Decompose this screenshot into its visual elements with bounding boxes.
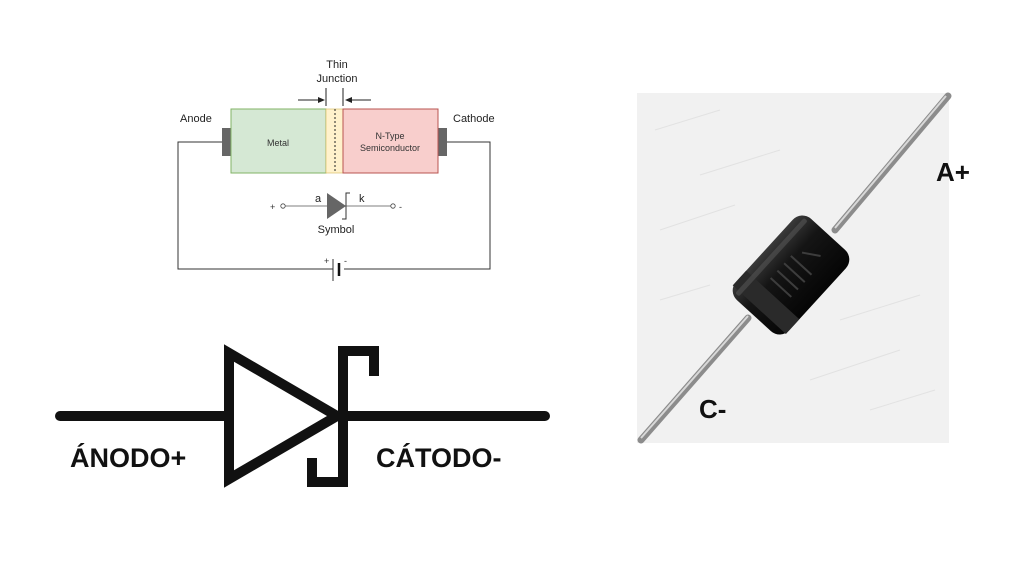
- junction-arrow-left: [298, 97, 325, 103]
- small-symbol-cathode-node: [390, 203, 396, 209]
- cathode-label: Cathode: [453, 113, 495, 125]
- large-schottky-symbol: ÁNODO+ CÁTODO-: [55, 344, 550, 488]
- small-symbol-plus: +: [270, 202, 275, 212]
- n-type-label-line1: N-Type: [375, 131, 404, 141]
- thin-junction-label-line2: Junction: [317, 73, 358, 85]
- battery-minus-label: -: [344, 256, 347, 266]
- metal-region: [230, 108, 327, 174]
- small-symbol-a-label: a: [315, 193, 322, 205]
- photo-anode-lead-highlight: [834, 95, 947, 229]
- large-anode-label: ÁNODO+: [70, 442, 186, 473]
- small-symbol-k-label: k: [359, 193, 365, 205]
- large-symbol-triangle: [224, 344, 347, 488]
- metal-label: Metal: [267, 138, 289, 148]
- small-symbol-anode-node: [280, 203, 286, 209]
- photo-diode-body: [732, 215, 850, 335]
- symbol-caption: Symbol: [318, 224, 355, 236]
- small-symbol-triangle: [327, 193, 346, 219]
- circuit-wire-right: [344, 141, 491, 270]
- photo-body-markings: [769, 251, 821, 298]
- photo-cathode-lead-highlight: [640, 315, 749, 439]
- small-schottky-symbol: + - a k Symbol: [270, 192, 402, 236]
- photo-texture: [654, 109, 936, 411]
- semiconductor-region: [342, 108, 439, 174]
- diode-photo: A+ C-: [637, 92, 970, 444]
- junction-arrow-right: [345, 97, 371, 103]
- photo-cathode-band: [732, 270, 800, 334]
- circuit-wire-left: [177, 141, 333, 270]
- battery-plus-label: +: [324, 256, 329, 266]
- schottky-schematic: + - Metal N-Type Semiconductor Thin Junc…: [177, 59, 495, 281]
- large-symbol-cathode-bar: [307, 346, 379, 487]
- photo-anode-label: A+: [936, 157, 970, 187]
- anode-label: Anode: [180, 113, 212, 125]
- photo-cathode-label: C-: [699, 394, 726, 424]
- large-cathode-label: CÁTODO-: [376, 442, 502, 473]
- anode-terminal: [222, 128, 231, 156]
- thin-junction-label-line1: Thin: [326, 59, 347, 71]
- photo-anode-lead: [831, 92, 952, 234]
- photo-cathode-lead: [637, 314, 752, 444]
- small-symbol-minus: -: [399, 202, 402, 212]
- n-type-label-line2: Semiconductor: [360, 143, 420, 153]
- cathode-terminal: [438, 128, 447, 156]
